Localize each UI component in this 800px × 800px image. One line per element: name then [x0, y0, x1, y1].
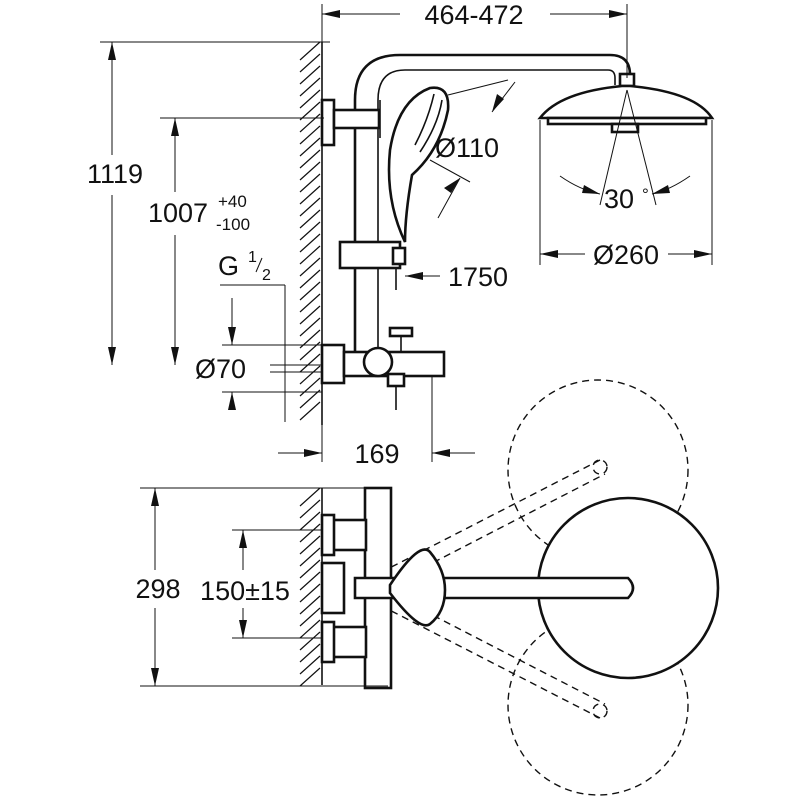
wall-hatch-line [299, 173, 321, 193]
wall-hatch-line [299, 221, 321, 241]
inlet-diameter-label: Ø70 [195, 354, 246, 384]
wall-hatch-line [299, 571, 321, 591]
head-shower-diameter-label: Ø260 [593, 240, 659, 270]
wall-hatch-line [299, 293, 321, 313]
wall-hatch-line [299, 41, 321, 61]
degree-symbol: ° [642, 185, 649, 204]
wall-hatch-line [299, 547, 321, 567]
projection-label: 169 [354, 439, 399, 469]
thread-numerator: 1 [248, 249, 257, 266]
rail-height-label: 1007 [148, 198, 208, 228]
wall-hatch-line [299, 595, 321, 615]
wall-hatch-line [299, 523, 321, 543]
swivel-angle-label: 30 [604, 184, 634, 214]
wall-hatch-line [299, 631, 321, 651]
wall-hatch-line [299, 511, 321, 531]
wall-hatch-line [299, 65, 321, 85]
dim-hose: 1750 [405, 262, 508, 292]
wall-hatch-line [299, 113, 321, 133]
inlet-spacing-label: 150±15 [200, 576, 290, 606]
dim-width: 464-472 [321, 0, 628, 78]
width-range-label: 464-472 [424, 0, 523, 30]
wall-hatch-line [299, 53, 321, 73]
wall-hatch-line [299, 101, 321, 121]
wall-hatch-line [299, 487, 321, 507]
dim-total-height: 1119 [87, 41, 330, 365]
rail-tolerance-minus: -100 [216, 215, 250, 234]
dim-inlet-spacing: 150±15 [200, 529, 322, 639]
wall-hatch-line [299, 305, 321, 325]
hand-shower [387, 86, 450, 243]
wall-hatch-line [299, 89, 321, 109]
wall-hatch-line [299, 353, 321, 373]
wall-hatch-line [299, 245, 321, 265]
wall-hatch-line [299, 389, 321, 409]
wall-hatch-line [299, 499, 321, 519]
total-height-label: 1119 [87, 159, 143, 189]
wall-hatch-line [299, 667, 321, 687]
wall-bottom [299, 487, 323, 687]
wall-hatch-line [299, 185, 321, 205]
wall-hatch-line [299, 269, 321, 289]
plan-view [320, 379, 720, 796]
wall-hatch-line [299, 281, 321, 301]
wall-hatch-line [299, 257, 321, 277]
wall-hatch-line [299, 149, 321, 169]
rail-tolerance-plus: +40 [218, 192, 247, 211]
wall-hatch-line [299, 137, 321, 157]
head-shower [537, 72, 715, 134]
wall-hatch-line [299, 233, 321, 253]
wall-hatch-line [299, 559, 321, 579]
wall-hatch-line [299, 535, 321, 555]
wall-hatch-line [299, 583, 321, 603]
dim-angle: 30 ° [559, 89, 691, 214]
dim-hand-shower: Ø110 [429, 79, 516, 219]
wall-hatch-line [299, 197, 321, 217]
dim-connection: G 1 2 Ø70 [195, 249, 322, 422]
dim-head-shower: Ø260 [539, 120, 713, 270]
wall-hatch-line [299, 77, 321, 97]
wall-top [299, 41, 323, 425]
wall-hatch-line [299, 655, 321, 675]
wall-hatch-line [299, 125, 321, 145]
wall-hatch-line [299, 619, 321, 639]
hose-length-label: 1750 [448, 262, 508, 292]
dim-rail-height: 1007 +40 -100 [148, 117, 324, 365]
thread-label: G [218, 251, 239, 281]
wall-hatch-line [299, 607, 321, 627]
dim-centre-height: 298 [135, 487, 388, 687]
hand-shower-diameter-label: Ø110 [435, 133, 499, 163]
wall-hatch-line [299, 209, 321, 229]
wall-hatch-line [299, 643, 321, 663]
centre-height-label: 298 [135, 574, 180, 604]
wall-hatch-line [299, 317, 321, 337]
dim-projection: 169 [278, 375, 475, 469]
wall-hatch-line [299, 365, 321, 385]
wall-hatch-line [299, 377, 321, 397]
thread-denominator: 2 [262, 267, 271, 284]
wall-hatch-line [299, 401, 321, 421]
wall-hatch-line [299, 161, 321, 181]
